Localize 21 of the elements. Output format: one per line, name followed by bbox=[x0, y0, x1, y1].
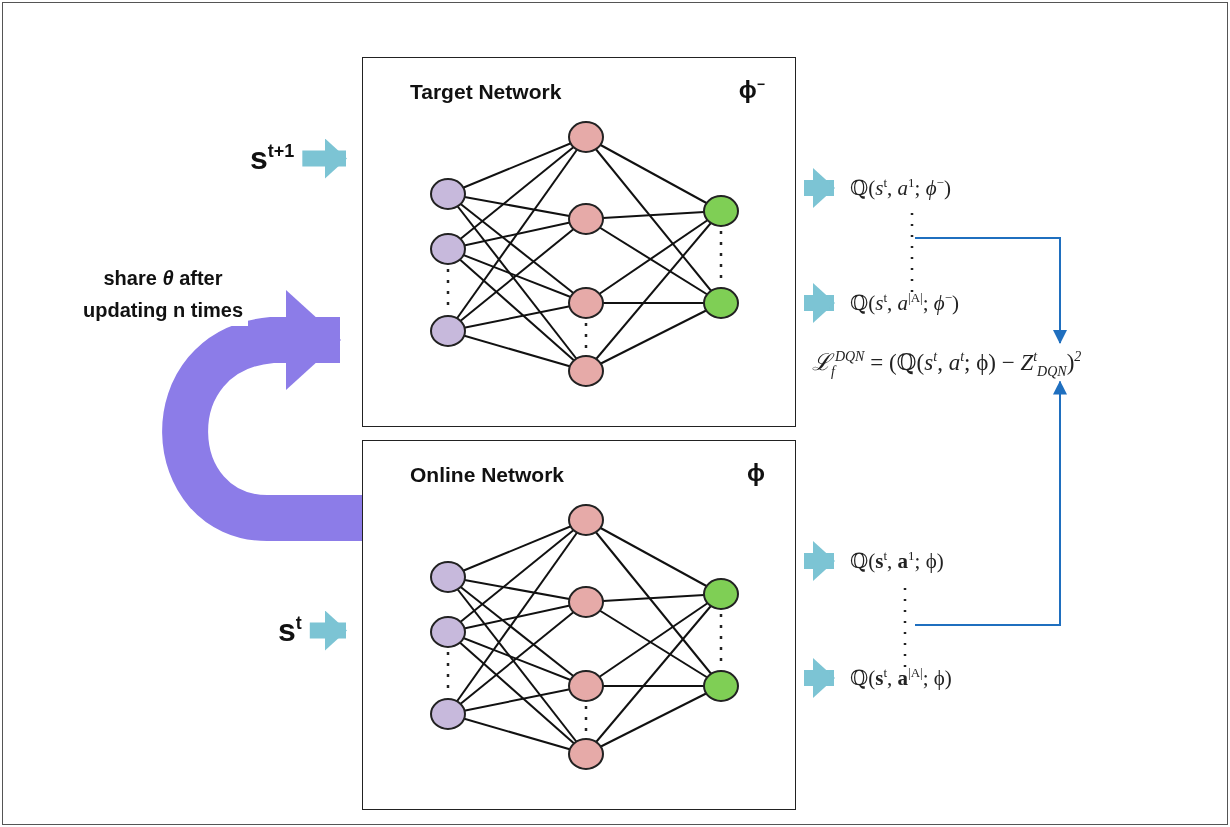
block-arrow bbox=[804, 658, 835, 698]
block-arrow bbox=[302, 138, 347, 179]
loss-formula: ℒ$_{f}$$^{DQN}$ = (ℚ(s$^{t}$, a$^{t}$; ϕ) − Z$^{t}$$_{DQN}$)$^{2}$ bbox=[812, 345, 1082, 380]
formula-text: ℚ(s$^{t}$, a$^{1}$; ϕ$^{−}$) bbox=[850, 175, 951, 201]
block-arrow bbox=[804, 283, 835, 323]
network-title: Target Network bbox=[410, 80, 562, 104]
parameter-symbol: ϕ$^{−}$ bbox=[738, 76, 765, 104]
arrow bbox=[914, 237, 1067, 344]
input-label: s$^{t}$ bbox=[278, 612, 302, 649]
network-title: Online Network bbox=[410, 463, 565, 487]
arrow bbox=[914, 380, 1067, 626]
formula-text: ℚ(s$^{t}$, a$^{|A|}$; ϕ) bbox=[850, 665, 952, 691]
parameter-symbol: ϕ bbox=[747, 459, 765, 487]
formula-text: ℚ(s$^{t}$, a$^{1}$; ϕ) bbox=[850, 548, 944, 574]
block-arrow bbox=[804, 168, 835, 208]
block-arrow bbox=[804, 541, 835, 581]
network-box bbox=[362, 440, 796, 810]
block-arrow bbox=[309, 610, 347, 651]
network-box bbox=[362, 57, 796, 427]
formula-text: ℚ(s$^{t}$, a$^{|A|}$; ϕ$^{−}$) bbox=[850, 290, 959, 316]
input-label: s$^{t+1}$ bbox=[250, 140, 295, 177]
